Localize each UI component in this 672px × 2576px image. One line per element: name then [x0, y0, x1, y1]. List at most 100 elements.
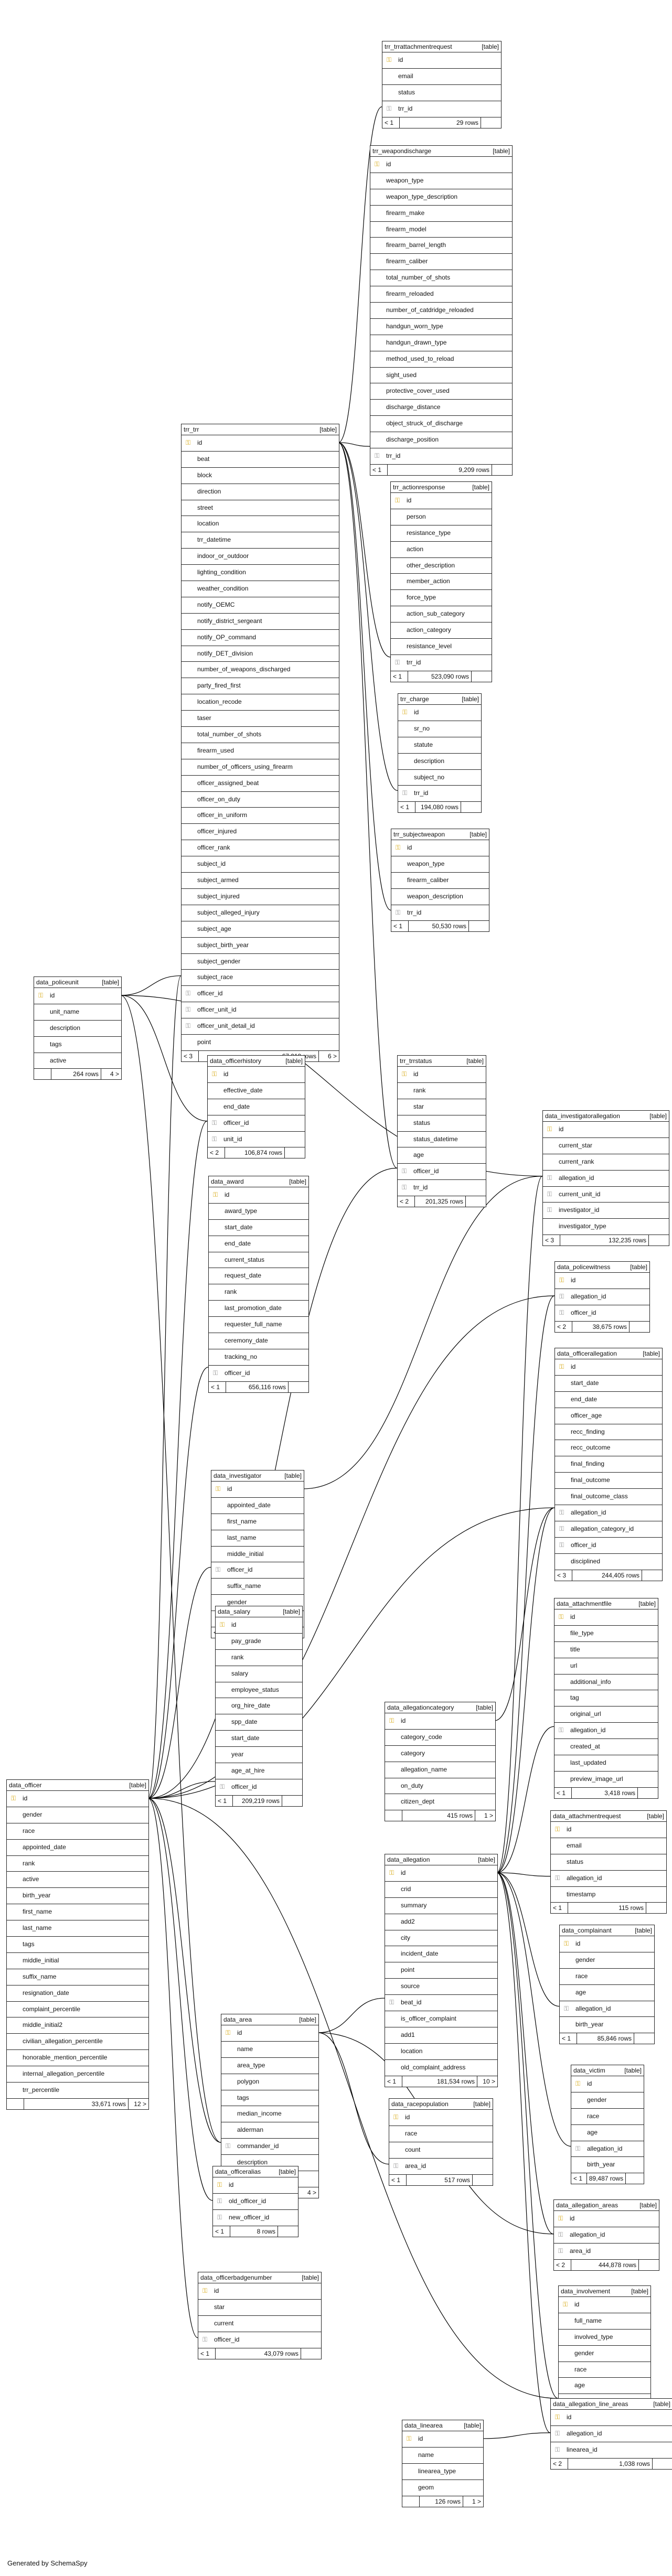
column[interactable]: source: [385, 1979, 497, 1995]
primary-key-column[interactable]: ⚿id: [7, 1791, 148, 1807]
column[interactable]: handgun_worn_type: [370, 319, 512, 335]
foreign-key-column[interactable]: ⚿allegation_id: [551, 1871, 666, 1887]
column[interactable]: status: [382, 85, 501, 101]
column[interactable]: status: [551, 1854, 666, 1871]
column[interactable]: status_datetime: [398, 1132, 486, 1148]
column[interactable]: action_category: [391, 622, 492, 639]
column[interactable]: employee_status: [216, 1682, 302, 1699]
column[interactable]: start_date: [216, 1731, 302, 1747]
column[interactable]: point: [182, 1035, 339, 1051]
column[interactable]: investigator_type: [543, 1219, 669, 1236]
column[interactable]: request_date: [209, 1268, 308, 1285]
column[interactable]: age: [398, 1147, 486, 1164]
column[interactable]: block: [182, 468, 339, 484]
primary-key-column[interactable]: ⚿id: [551, 2410, 672, 2426]
column[interactable]: notify_OP_command: [182, 630, 339, 646]
foreign-key-column[interactable]: ⚿area_id: [554, 2244, 659, 2260]
column[interactable]: title: [554, 1642, 658, 1658]
foreign-key-column[interactable]: ⚿allegation_id: [543, 1171, 669, 1187]
column[interactable]: weapon_description: [391, 889, 489, 905]
primary-key-column[interactable]: ⚿id: [216, 1617, 302, 1634]
column[interactable]: weather_condition: [182, 581, 339, 597]
column[interactable]: category_code: [385, 1730, 495, 1746]
primary-key-column[interactable]: ⚿id: [555, 1359, 662, 1376]
foreign-key-column[interactable]: ⚿officer_id: [198, 2332, 321, 2348]
column[interactable]: birth_year: [571, 2157, 644, 2174]
column[interactable]: officer_on_duty: [182, 792, 339, 808]
foreign-key-column[interactable]: ⚿current_unit_id: [543, 1187, 669, 1203]
column[interactable]: location: [182, 516, 339, 533]
column[interactable]: recc_finding: [555, 1424, 662, 1441]
column[interactable]: tags: [34, 1037, 121, 1053]
primary-key-column[interactable]: ⚿id: [385, 1865, 497, 1882]
foreign-key-column[interactable]: ⚿officer_id: [211, 1562, 304, 1579]
column[interactable]: race: [7, 1823, 148, 1840]
column[interactable]: location: [385, 2044, 497, 2060]
table-data_allegation_areas[interactable]: data_allegation_areas[table]⚿id⚿allegati…: [553, 2199, 659, 2271]
foreign-key-column[interactable]: ⚿trr_id: [398, 1180, 486, 1197]
column[interactable]: final_outcome: [555, 1473, 662, 1489]
primary-key-column[interactable]: ⚿id: [198, 2283, 321, 2300]
column[interactable]: rank: [398, 1083, 486, 1099]
column[interactable]: count: [389, 2142, 493, 2159]
column[interactable]: middle_initial2: [7, 2017, 148, 2034]
column[interactable]: officer_assigned_beat: [182, 776, 339, 792]
column[interactable]: object_struck_of_discharge: [370, 416, 512, 433]
primary-key-column[interactable]: ⚿id: [391, 493, 492, 509]
primary-key-column[interactable]: ⚿id: [389, 2110, 493, 2126]
foreign-key-column[interactable]: ⚿allegation_id: [560, 2001, 654, 2017]
primary-key-column[interactable]: ⚿id: [391, 840, 489, 856]
column[interactable]: force_type: [391, 590, 492, 607]
column[interactable]: number_of_weapons_discharged: [182, 662, 339, 679]
column[interactable]: spp_date: [216, 1714, 302, 1731]
column[interactable]: number_of_officers_using_firearm: [182, 759, 339, 776]
column[interactable]: last_name: [211, 1530, 304, 1547]
column[interactable]: subject_armed: [182, 873, 339, 889]
column[interactable]: status: [398, 1115, 486, 1132]
column[interactable]: subject_injured: [182, 889, 339, 905]
column[interactable]: age: [571, 2125, 644, 2141]
foreign-key-column[interactable]: ⚿trr_id: [382, 101, 501, 117]
column[interactable]: firearm_caliber: [391, 873, 489, 889]
column[interactable]: subject_alleged_injury: [182, 905, 339, 921]
column[interactable]: requester_full_name: [209, 1317, 308, 1334]
column[interactable]: recc_outcome: [555, 1440, 662, 1457]
column[interactable]: rank: [209, 1284, 308, 1301]
foreign-key-column[interactable]: ⚿area_id: [389, 2159, 493, 2175]
column[interactable]: firearm_used: [182, 743, 339, 759]
column[interactable]: action: [391, 542, 492, 558]
column[interactable]: first_name: [211, 1514, 304, 1530]
column[interactable]: email: [551, 1838, 666, 1854]
table-data_allegation_line_areas[interactable]: data_allegation_line_areas[table]⚿id⚿all…: [550, 2398, 672, 2470]
column[interactable]: pay_grade: [216, 1634, 302, 1650]
column[interactable]: city: [385, 1930, 497, 1947]
column[interactable]: award_type: [209, 1204, 308, 1220]
column[interactable]: last_promotion_date: [209, 1301, 308, 1317]
foreign-key-column[interactable]: ⚿allegation_id: [551, 2426, 672, 2442]
column[interactable]: linearea_type: [402, 2464, 483, 2480]
column[interactable]: additional_info: [554, 1675, 658, 1691]
column[interactable]: start_date: [209, 1220, 308, 1236]
column[interactable]: trr_percentile: [7, 2083, 148, 2099]
foreign-key-column[interactable]: ⚿allegation_category_id: [555, 1521, 662, 1538]
column[interactable]: firearm_barrel_length: [370, 238, 512, 254]
column[interactable]: resistance_level: [391, 639, 492, 655]
column[interactable]: handgun_drawn_type: [370, 335, 512, 351]
column[interactable]: end_date: [208, 1099, 305, 1115]
column[interactable]: street: [182, 500, 339, 517]
column[interactable]: notify_district_sergeant: [182, 614, 339, 630]
column[interactable]: area_type: [221, 2058, 318, 2074]
column[interactable]: subject_birth_year: [182, 938, 339, 954]
column[interactable]: race: [571, 2109, 644, 2125]
column[interactable]: location_recode: [182, 694, 339, 711]
